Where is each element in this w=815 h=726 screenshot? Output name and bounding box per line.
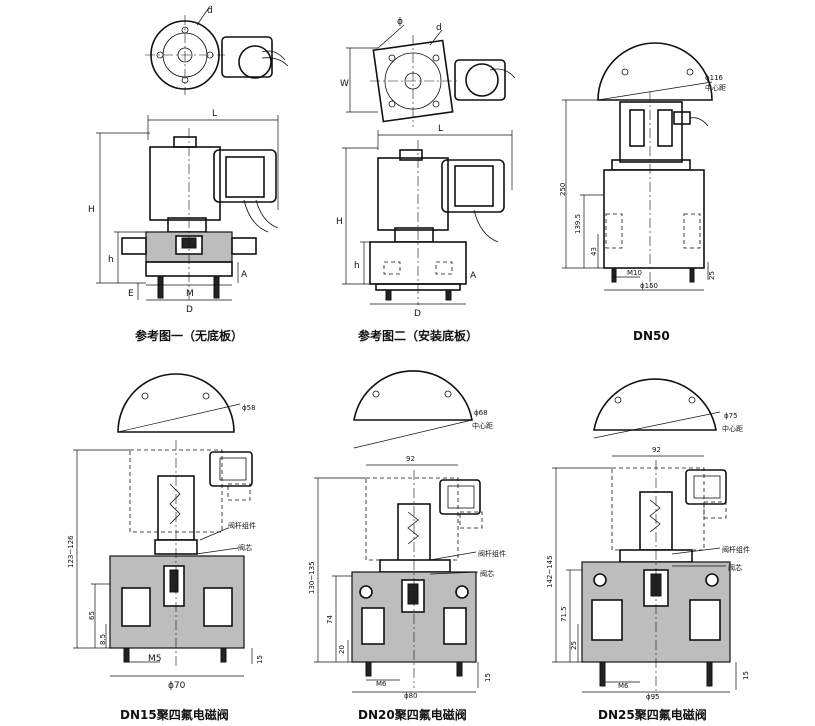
dn15-drawing	[73, 373, 253, 677]
dn20-h74-label: 74	[326, 615, 334, 624]
dn25-center-label: 中心距	[722, 424, 743, 433]
caption-ref1: 参考图一（无底板）	[135, 328, 243, 343]
dn25-h715-label: 71.5	[560, 606, 568, 622]
ref2-phi-label: ϕ	[397, 17, 403, 27]
dn50-drawing	[562, 42, 713, 291]
dn25-w92-label: 92	[652, 446, 661, 454]
caption-dn20: DN20聚四氟电磁阀	[358, 707, 467, 722]
dn50-h250-label: 250	[559, 183, 567, 196]
dn50-center-label: 中心距	[705, 83, 726, 92]
dn50-phi150-label: ϕ150	[640, 282, 658, 290]
ref1-M-label: M	[186, 289, 194, 299]
caption-dn25: DN25聚四氟电磁阀	[598, 707, 707, 722]
ref2-h-label: h	[354, 261, 360, 271]
dn20-w92-label: 92	[406, 455, 415, 463]
dn50-h43-label: 43	[590, 247, 598, 256]
ref1-A-label: A	[241, 270, 248, 280]
ref1-E-label: E	[128, 289, 134, 299]
dn25-h25-label: 25	[570, 641, 578, 650]
caption-dn15: DN15聚四氟电磁阀	[120, 707, 229, 722]
dn50-phi116-label: ϕ116	[705, 74, 724, 82]
dn15-phi70-label: ϕ70	[168, 681, 186, 691]
dn15-phi58-label: ϕ58	[242, 404, 256, 412]
ref2-W-label: W	[340, 79, 349, 89]
dn15-h123-label: 123~126	[67, 535, 75, 568]
caption-ref2: 参考图二（安装底板）	[358, 328, 478, 343]
dn25-stem-label: 阀杆组件	[722, 545, 750, 554]
ref2-d-label: d	[436, 23, 442, 33]
dn25-phi95-label: ϕ95	[646, 693, 660, 701]
ref1-D-label: D	[186, 305, 193, 315]
ref2-L-label: L	[438, 124, 443, 134]
dn50-h25-label: 25	[708, 271, 716, 280]
ref1-h-label: h	[108, 255, 114, 265]
dn50-m10-label: M10	[627, 269, 642, 277]
dn20-core-label: 阀芯	[480, 569, 494, 578]
dn15-h15-label: 15	[256, 655, 264, 664]
dn15-stem-label: 阀杆组件	[228, 521, 256, 530]
dn25-h15-label: 15	[742, 671, 750, 680]
dn20-phi80-label: ϕ80	[404, 692, 418, 700]
dn15-core-label: 阀芯	[238, 543, 252, 552]
dn15-m5-label: M5	[148, 654, 162, 664]
dn20-phi68-label: ϕ68	[474, 409, 488, 417]
dn20-drawing	[314, 370, 483, 693]
dn25-phi75-label: ϕ75	[724, 412, 738, 420]
ref1-d-label: d	[207, 6, 213, 16]
ref1-drawing	[96, 5, 289, 301]
dn20-h130-label: 130~135	[308, 561, 316, 594]
dn15-h65-label: 65	[88, 611, 96, 620]
dn25-m6-label: M6	[618, 682, 629, 690]
dn25-drawing	[552, 378, 737, 696]
dn20-m6-label: M6	[376, 680, 387, 688]
caption-dn50: DN50	[633, 329, 670, 343]
dn50-h139-label: 139.5	[574, 214, 582, 234]
dn20-h20-label: 20	[338, 645, 346, 654]
ref2-D-label: D	[414, 309, 421, 319]
dn25-h142-label: 142~145	[546, 555, 554, 588]
ref2-H-label: H	[336, 217, 343, 227]
dn20-stem-label: 阀杆组件	[478, 549, 506, 558]
ref2-drawing	[342, 24, 516, 305]
dn25-core-label: 阀芯	[728, 563, 742, 572]
dn15-h85-label: 8.5	[99, 634, 107, 645]
ref1-H-label: H	[88, 205, 95, 215]
dn20-h15-label: 15	[484, 673, 492, 682]
ref2-A-label: A	[470, 271, 477, 281]
dn20-center-label: 中心距	[472, 421, 493, 430]
ref1-L-label: L	[212, 109, 217, 119]
